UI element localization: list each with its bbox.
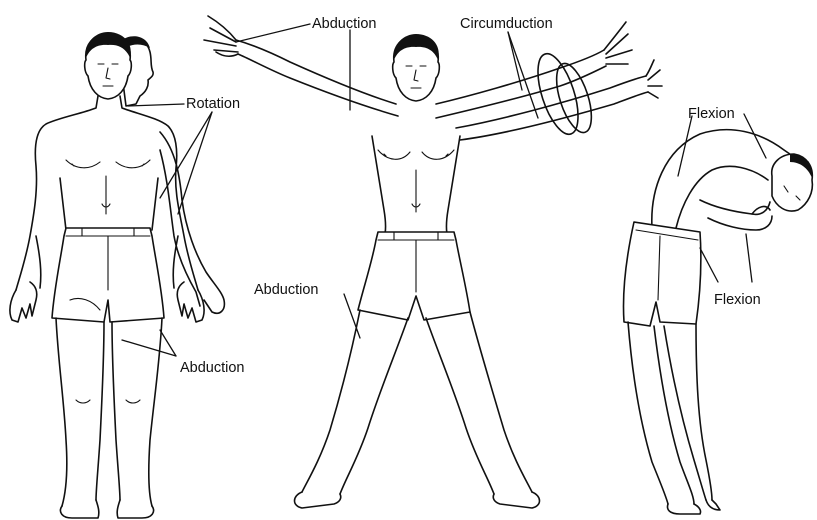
feet	[295, 492, 540, 508]
raised-arm-left	[236, 40, 398, 116]
label-abduction-arms: Abduction	[312, 16, 377, 32]
folded-arms	[700, 200, 772, 230]
legs	[56, 318, 162, 506]
circumduction-loop-2	[550, 59, 599, 136]
circumduction-arm	[456, 76, 648, 140]
label-abduction-legs: Abduction	[180, 360, 245, 376]
legs	[302, 310, 532, 494]
legs	[628, 322, 712, 504]
label-abduction-hip: Abduction	[254, 282, 319, 298]
shorts	[623, 222, 700, 326]
feet	[60, 500, 153, 518]
right-hand	[177, 282, 204, 322]
shorts	[358, 232, 470, 320]
figure-flexion	[623, 130, 812, 514]
hand-left	[204, 16, 238, 56]
label-flexion-spine: Flexion	[688, 106, 735, 122]
label-circumduction: Circumduction	[460, 16, 553, 32]
label-flexion-neck: Flexion	[714, 292, 761, 308]
hand-right	[604, 22, 632, 64]
label-rotation: Rotation	[186, 96, 240, 112]
left-hand	[10, 282, 37, 322]
figure-star	[204, 16, 662, 508]
rotated-arm	[160, 132, 224, 313]
